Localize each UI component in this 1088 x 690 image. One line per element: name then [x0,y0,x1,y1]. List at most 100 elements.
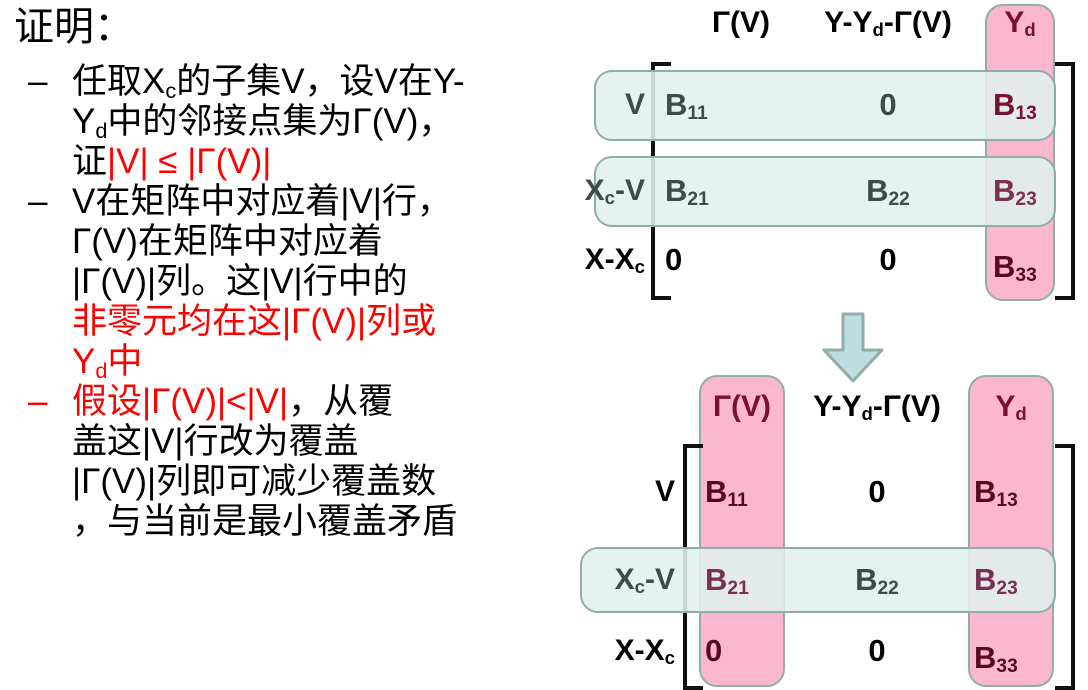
bullet-2-line-3: 非零元均在这|Γ(V)|列或 [72,302,565,342]
bullet-3-line-2-seg: |Γ(V)|列即可减少覆盖数 [72,462,437,501]
col-header-yd-bottom: Yd [995,390,1027,425]
cell-b21-bottom: B21 [705,562,749,600]
highlight-row-xc-v-bottom [580,547,1056,613]
cell-b33-bottom: B33 [974,640,1018,678]
cell-zero-r1c2-top: 0 [879,87,897,122]
sub-22-t: 22 [888,189,910,211]
sub-33-b: 33 [996,656,1018,678]
bullet-3-line-3: ，与当前是最小覆盖矛盾 [72,502,565,542]
col-header-yd-top: Yd [1004,6,1036,41]
sub-13-b: 13 [996,490,1018,512]
highlight-row-xc-v-top [594,156,1056,227]
bullet-1: –任取Xc的子集V，设V在Y-Yd中的邻接点集为Γ(V)，证|V| ≤ |Γ(V… [0,62,565,182]
sub-21-b: 21 [727,578,749,600]
sub-d-2: d [1024,19,1036,41]
bullet-2-line-1: Γ(V)在矩阵中对应着 [72,222,565,262]
bullet-3-dash-icon: – [28,382,48,421]
highlight-row-v-top [594,70,1056,141]
cell-b11-bottom: B11 [705,474,748,512]
down-arrow [822,312,884,383]
bullet-1-line-1-seg: 中的邻接点集为Γ(V)， [107,102,454,141]
col-header-gammaV-top: Γ(V) [693,6,789,40]
cell-zero-r3c1-top: 0 [665,242,683,277]
cell-zero-r3c1-bottom: 0 [705,633,723,668]
bullet-1-line-0: 任取Xc的子集V，设V在Y- [72,62,565,102]
sub-c-4: c [664,647,675,669]
sub-13-t: 13 [1015,103,1037,125]
sub-c-3: c [634,576,645,598]
bullet-2: –V在矩阵中对应着|V|行，Γ(V)在矩阵中对应着|Γ(V)|列。这|V|行中的… [0,182,565,382]
page-title: 证明： [14,5,134,49]
matrix-after: Γ(V) Y-Yd-Γ(V) Yd V Xc-V X-Xc B11 0 B13 … [565,372,1088,690]
bullet-list: –任取Xc的子集V，设V在Y-Yd中的邻接点集为Γ(V)，证|V| ≤ |Γ(V… [0,62,565,542]
proof-text-pane: 证明： –任取Xc的子集V，设V在Y-Yd中的邻接点集为Γ(V)，证|V| ≤ … [0,5,565,542]
bullet-3-line-3-seg: ，与当前是最小覆盖矛盾 [72,502,458,541]
cell-b22-top: B22 [866,173,910,211]
bullet-1-line-1-seg: Y [72,102,96,141]
row-label-x-xc-bottom: X-Xc [614,634,675,669]
cell-b23-bottom: B23 [974,562,1018,600]
sub-21-t: 21 [687,189,709,211]
highlight-col-gammaV-bottom [699,375,785,687]
row-label-v-bottom: V [605,475,675,509]
cell-b13-bottom: B13 [974,474,1018,512]
bullet-1-line-1-seg: d [95,117,108,143]
row-label-xc-v-bottom: Xc-V [614,563,675,598]
sub-23-t: 23 [1015,189,1037,211]
col-header-y-yd-gammaV-bottom: Y-Yd-Γ(V) [813,390,941,425]
sub-d-3: d [861,403,873,425]
bullet-2-dash-icon: – [28,182,48,221]
row-label-v-top: V [575,88,645,122]
col-header-gammaV-top-label: Γ(V) [711,6,771,39]
col-header-gammaV-bottom: Γ(V) [699,390,785,424]
bullet-2-line-0-seg: V在矩阵中对应着|V|行， [72,182,452,221]
bullet-2-line-1-seg: Γ(V)在矩阵中对应着 [72,222,383,261]
sub-c-1: c [604,187,615,209]
sub-d-1: d [872,19,884,41]
bullet-1-line-2-seg: |V| ≤ |Γ(V)| [107,142,272,181]
bullet-2-line-3-seg: 非零元均在这|Γ(V)|列或 [72,302,437,341]
cell-b13-top: B13 [993,87,1037,125]
row-label-x-xc-top: X-Xc [584,243,645,278]
sub-22-b: 22 [877,578,899,600]
sub-c-2: c [634,256,645,278]
matrix-bracket-right [1055,62,1075,300]
bullet-1-line-2: 证|V| ≤ |Γ(V)| [72,142,565,182]
row-label-xc-v-top: Xc-V [584,174,645,209]
matrix-bracket-right-bottom [1055,444,1075,690]
matrix-before: Γ(V) Y-Yd-Γ(V) Yd V Xc-V X-Xc B11 0 B13 … [565,0,1088,315]
sub-23-b: 23 [996,578,1018,600]
sub-33-t: 33 [1015,265,1037,287]
bullet-1-line-0-seg: c [165,77,177,103]
sub-11-b: 11 [727,490,748,512]
sub-11-t: 11 [687,103,708,125]
bullet-2-line-0: V在矩阵中对应着|V|行， [72,182,565,222]
bullet-1-line-0-seg: 的子集V，设V在Y- [176,62,465,101]
row-label-v-bottom-text: V [654,475,675,508]
bullet-3: –假设|Γ(V)|<|V|，从覆盖这|V|行改为覆盖|Γ(V)|列即可减少覆盖数… [0,382,565,542]
cell-b23-top: B23 [993,173,1037,211]
bullet-2-line-2-seg: |Γ(V)|列。这|V|行中的 [72,262,408,301]
col-header-gammaV-bottom-label: Γ(V) [712,390,772,423]
row-label-v-top-text: V [624,88,645,121]
col-header-y-yd-gammaV-top: Y-Yd-Γ(V) [824,6,952,41]
bullet-2-line-4-seg: 中 [107,342,143,381]
cell-b33-top: B33 [993,249,1037,287]
bullet-2-line-4: Yd中 [72,342,565,382]
bullet-2-line-2: |Γ(V)|列。这|V|行中的 [72,262,565,302]
bullet-3-line-0-seg: ，从覆 [288,382,394,421]
bullet-2-line-4-seg: Y [72,342,96,381]
bullet-2-line-4-seg: d [95,357,108,383]
bullet-1-line-2-seg: 证 [72,142,108,181]
bullet-3-line-1-seg: 盖这|V|行改为覆盖 [72,422,359,461]
cell-zero-r1c2-bottom: 0 [868,474,886,509]
bullet-3-line-0: 假设|Γ(V)|<|V|，从覆 [72,382,565,422]
bullet-1-dash-icon: – [28,62,48,101]
bullet-3-line-2: |Γ(V)|列即可减少覆盖数 [72,462,565,502]
bullet-1-line-1: Yd中的邻接点集为Γ(V)， [72,102,565,142]
highlight-col-yd-bottom [968,375,1054,687]
cell-b21-top: B21 [665,173,709,211]
sub-d-4: d [1015,403,1027,425]
cell-zero-r3c2-top: 0 [879,242,897,277]
